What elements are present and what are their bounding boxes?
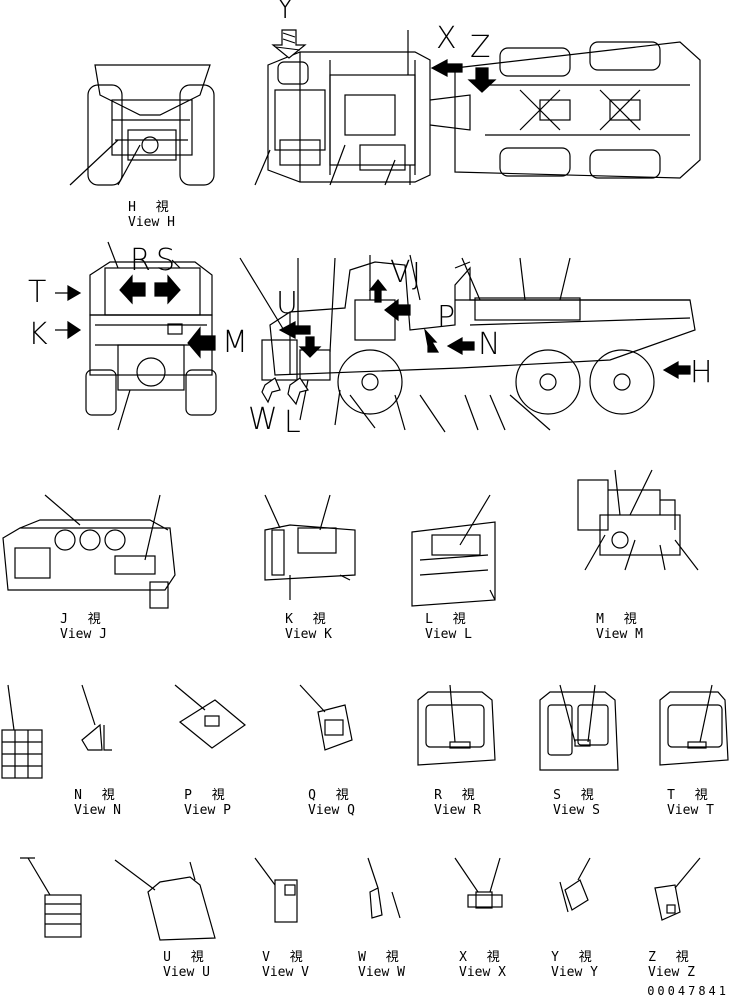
front-view-drawing [85,241,217,431]
view-z-label-en: View Z [648,965,695,980]
view-u-label: U 視 View U [163,950,210,980]
view-z-label-jp: Z 視 [648,950,695,965]
view-j-drawing [2,494,176,609]
arrow-letter-v: V [390,255,411,290]
view-t-label-jp: T 視 [667,788,714,803]
arrow-letter-l: L [284,405,301,440]
view-k-label-jp: K 視 [285,612,332,627]
view-l-label-en: View L [425,627,472,642]
view-p-label-jp: P 視 [184,788,231,803]
view-h-label-jp: H 視 [128,200,175,215]
view-x-label-jp: X 視 [459,950,506,965]
view-s-label-jp: S 視 [553,788,600,803]
view-x-label-en: View X [459,965,506,980]
arrow-letter-s: S [156,243,176,278]
view-p-label: P 視 View P [184,788,231,818]
view-u-label-en: View U [163,965,210,980]
view-l-label: L 視 View L [425,612,472,642]
view-m-label: M 視 View M [596,612,643,642]
arrow-letter-x: X [436,21,457,56]
view-s-label: S 視 View S [553,788,600,818]
arrow-letter-t: T [28,275,47,310]
view-p-label-en: View P [184,803,231,818]
arrow-letter-z: Z [470,30,491,65]
arrow-letter-j: J [412,257,421,292]
view-t-label: T 視 View T [667,788,714,818]
side-view-drawing [239,254,696,433]
view-n-label-jp: N 視 [74,788,121,803]
view-y-label-en: View Y [551,965,598,980]
view-q-label-jp: Q 視 [308,788,355,803]
arrow-letter-m: M [222,325,248,360]
view-l-drawing [411,494,496,607]
view-y-label: Y 視 View Y [551,950,598,980]
view-n-p-q-drawings [1,684,353,779]
view-n-label: N 視 View N [74,788,121,818]
view-k-label: K 視 View K [285,612,332,642]
view-l-label-jp: L 視 [425,612,472,627]
view-r-label-en: View R [434,803,481,818]
view-h-label-en: View H [128,215,175,230]
arrow-letter-w: W [248,402,278,437]
bottom-detail-drawings [20,857,701,941]
view-w-label-en: View W [358,965,405,980]
arrow-letter-n: N [478,327,501,362]
arrow-letter-k: K [28,317,48,352]
view-v-label-en: View V [262,965,309,980]
view-j-label: J 視 View J [60,612,107,642]
view-k-drawing [264,494,356,600]
arrow-letter-r: R [130,243,151,278]
view-q-label: Q 視 View Q [308,788,355,818]
arrow-letter-u: U [276,286,298,321]
view-m-drawing [577,469,699,571]
view-w-label-jp: W 視 [358,950,405,965]
view-r-label: R 視 View R [434,788,481,818]
view-w-label: W 視 View W [358,950,405,980]
view-x-label: X 視 View X [459,950,506,980]
arrow-letter-y: Y [276,0,295,26]
view-h-label: H 視 View H [128,200,175,230]
arrow-letter-p: P [437,300,456,335]
view-m-label-jp: M 視 [596,612,643,627]
view-n-label-en: View N [74,803,121,818]
view-y-label-jp: Y 視 [551,950,598,965]
view-t-label-en: View T [667,803,714,818]
view-v-label-jp: V 視 [262,950,309,965]
view-j-label-en: View J [60,627,107,642]
view-z-label: Z 視 View Z [648,950,695,980]
cab-views-r-s-t [417,684,729,771]
view-j-label-jp: J 視 [60,612,107,627]
view-k-label-en: View K [285,627,332,642]
view-m-label-en: View M [596,627,643,642]
top-plan-view-drawing [254,30,701,186]
view-r-label-jp: R 視 [434,788,481,803]
view-q-label-en: View Q [308,803,355,818]
arrow-letter-h: H [690,355,713,390]
view-s-label-en: View S [553,803,600,818]
view-v-label: V 視 View V [262,950,309,980]
document-number: 00047841 [647,984,729,998]
rear-view-drawing [69,64,215,186]
view-u-label-jp: U 視 [163,950,210,965]
